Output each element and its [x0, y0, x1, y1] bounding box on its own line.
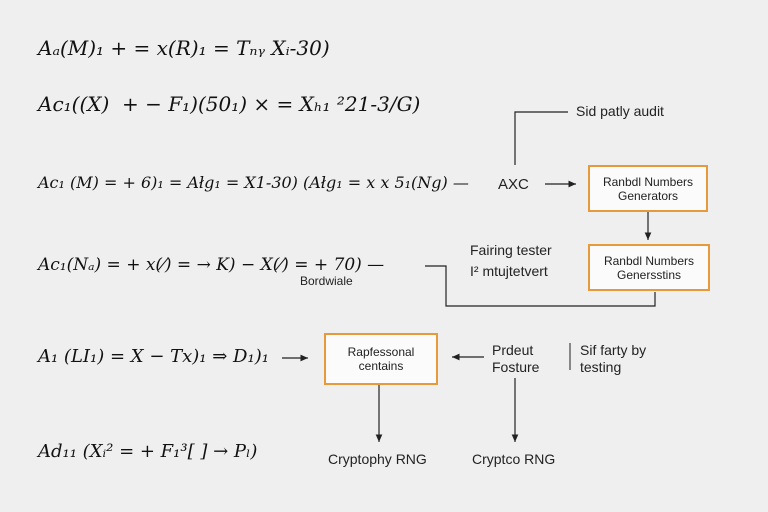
- equation-5: A₁ (LI₁) = X − Tx)₁ ⇒ D₁)₁: [38, 346, 269, 367]
- professional-box: Rapfessonal centains: [324, 333, 438, 385]
- equation-6: Ad₁₁ (Xᵢ² = + F₁³[ ] → Pₗ): [38, 441, 258, 462]
- eq4-connector: [425, 265, 656, 307]
- self-testing-sub-label: testing: [580, 359, 622, 375]
- rng-box-bottom-line1: Ranbdl Numbers: [603, 253, 695, 268]
- rng-box-top-line2: Generators: [617, 188, 679, 203]
- fairing-tester-label: Fairing tester: [470, 242, 552, 258]
- equation-2: Ac₁((X) + − F₁)(50₁) × = Xₕ₁ ²21-3/G): [38, 92, 421, 116]
- fairing-tester-sub-label: I² mtujtetvert: [470, 263, 548, 279]
- equation-1: Aₐ(M)₁ + = x(R)₁ = Tₙᵧ Xᵢ-30): [38, 36, 330, 60]
- equation-4: Ac₁(Nₐ) = + x(⁄) = → K) − X(⁄) = + 70) —: [38, 255, 385, 275]
- equation-3: Ac₁ (M) = + 6)₁ = Ałg₁ = X1-30) (Ałg₁ = …: [38, 173, 469, 192]
- axc-label: AXC: [498, 176, 529, 193]
- professional-box-line2: centains: [358, 359, 404, 373]
- self-testing-label: Sif farty by: [580, 342, 647, 358]
- audit-label: Sid patly audit: [576, 103, 664, 119]
- bordwiale-label: Bordwiale: [300, 274, 353, 288]
- crypto-rng-left-label: Cryptophy RNG: [328, 451, 427, 467]
- product-sub-label: Fosture: [492, 359, 540, 375]
- crypto-rng-right-label: Cryptco RNG: [472, 451, 556, 467]
- rng-box-top: Ranbdl Numbers Generators: [588, 165, 708, 212]
- rng-box-bottom-line2: Genersstins: [616, 267, 682, 282]
- rng-box-bottom: Ranbdl Numbers Genersstins: [588, 244, 710, 291]
- rng-box-top-line1: Ranbdl Numbers: [602, 174, 694, 189]
- product-label: Prdeut: [492, 342, 534, 358]
- professional-box-line1: Rapfessonal: [347, 345, 415, 359]
- audit-connector: [514, 111, 568, 165]
